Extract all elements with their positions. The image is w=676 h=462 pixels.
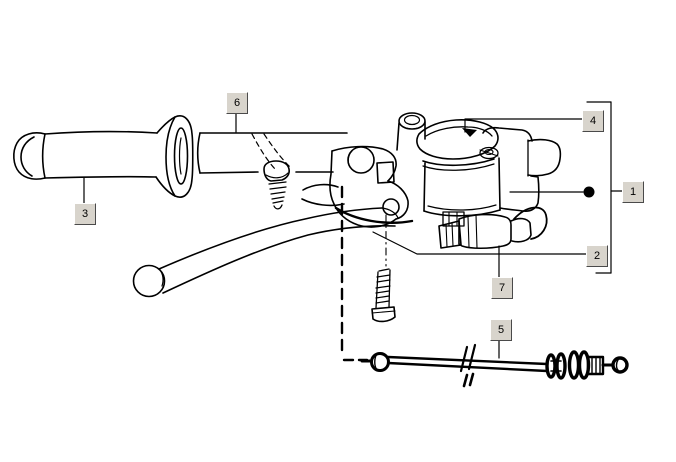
brake-light-switch-illustration <box>438 206 548 250</box>
reference-dot <box>583 186 595 198</box>
pivot-screw-illustration <box>371 214 396 323</box>
callout-7-label: 7 <box>498 281 506 294</box>
callout-6-label: 6 <box>233 96 241 109</box>
assembly-group-bracket <box>586 101 623 274</box>
callout-button-7[interactable]: 7 <box>491 277 513 299</box>
callout-button-4[interactable]: 4 <box>582 110 604 132</box>
callout-button-6[interactable]: 6 <box>226 92 248 114</box>
callout-button-2[interactable]: 2 <box>586 245 608 267</box>
callout-2-label: 2 <box>593 249 601 262</box>
leader-lines <box>83 111 587 359</box>
handlebar-grip-illustration <box>13 115 194 198</box>
throttle-cable-illustration <box>360 343 629 388</box>
callout-4-label: 4 <box>589 114 597 127</box>
callout-1-label: 1 <box>629 185 637 198</box>
callout-5-label: 5 <box>497 323 505 336</box>
handlebar-tube-illustration <box>196 132 348 174</box>
master-cylinder-illustration <box>396 112 562 227</box>
callout-button-3[interactable]: 3 <box>74 203 96 225</box>
retaining-screw-illustration <box>263 160 290 210</box>
callout-button-1[interactable]: 1 <box>622 181 644 203</box>
brake-lever-illustration <box>132 207 399 298</box>
callout-3-label: 3 <box>81 207 89 220</box>
callout-button-5[interactable]: 5 <box>490 319 512 341</box>
